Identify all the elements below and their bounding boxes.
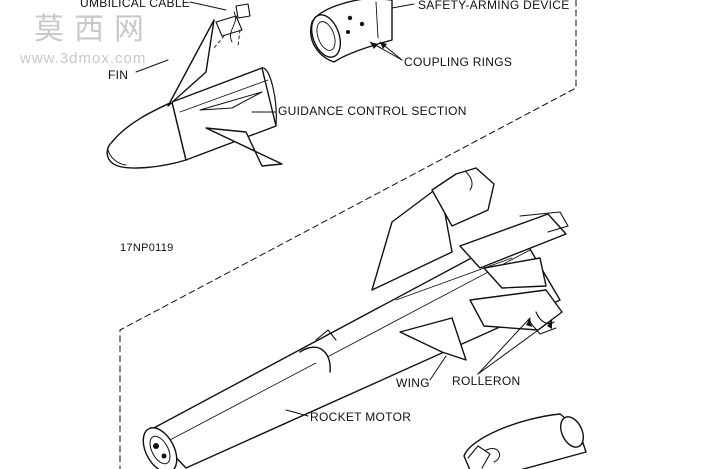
label-safety-arming-device: SAFETY-ARMING DEVICE	[418, 0, 570, 12]
bottom-component-drawing	[463, 413, 587, 469]
lower-fin	[205, 127, 283, 167]
watermark-url-text: www.3dmox.com	[20, 50, 147, 67]
lower-wing	[399, 317, 467, 361]
safety-arming-device-drawing	[310, 0, 393, 63]
label-guidance-control-section: GUIDANCE CONTROL SECTION	[278, 104, 467, 118]
label-rolleron: ROLLERON	[452, 374, 521, 388]
leader-rolleron-b	[477, 319, 553, 375]
watermark-chinese-text: 莫西网	[34, 12, 154, 47]
umbilical-connector	[213, 3, 251, 49]
rocket-motor-drawing	[142, 167, 569, 469]
upper-fin	[167, 19, 215, 107]
leader-safety-arming	[391, 3, 415, 9]
leader-umbilical	[189, 1, 227, 11]
leader-rolleron	[477, 317, 531, 375]
leader-fin	[135, 59, 169, 73]
guidance-control-section-drawing	[106, 3, 283, 169]
label-wing: WING	[396, 376, 430, 390]
label-figure-id: 17NP0119	[120, 242, 174, 254]
label-rocket-motor: ROCKET MOTOR	[310, 410, 412, 424]
leader-wing	[429, 355, 447, 381]
label-fin: FIN	[108, 68, 129, 82]
leader-rocket-motor	[285, 409, 309, 417]
label-coupling-rings: COUPLING RINGS	[404, 55, 513, 69]
dashed-exploded-view-border	[119, 0, 577, 469]
label-umbilical-cable: UMBILICAL CABLE	[80, 0, 191, 10]
